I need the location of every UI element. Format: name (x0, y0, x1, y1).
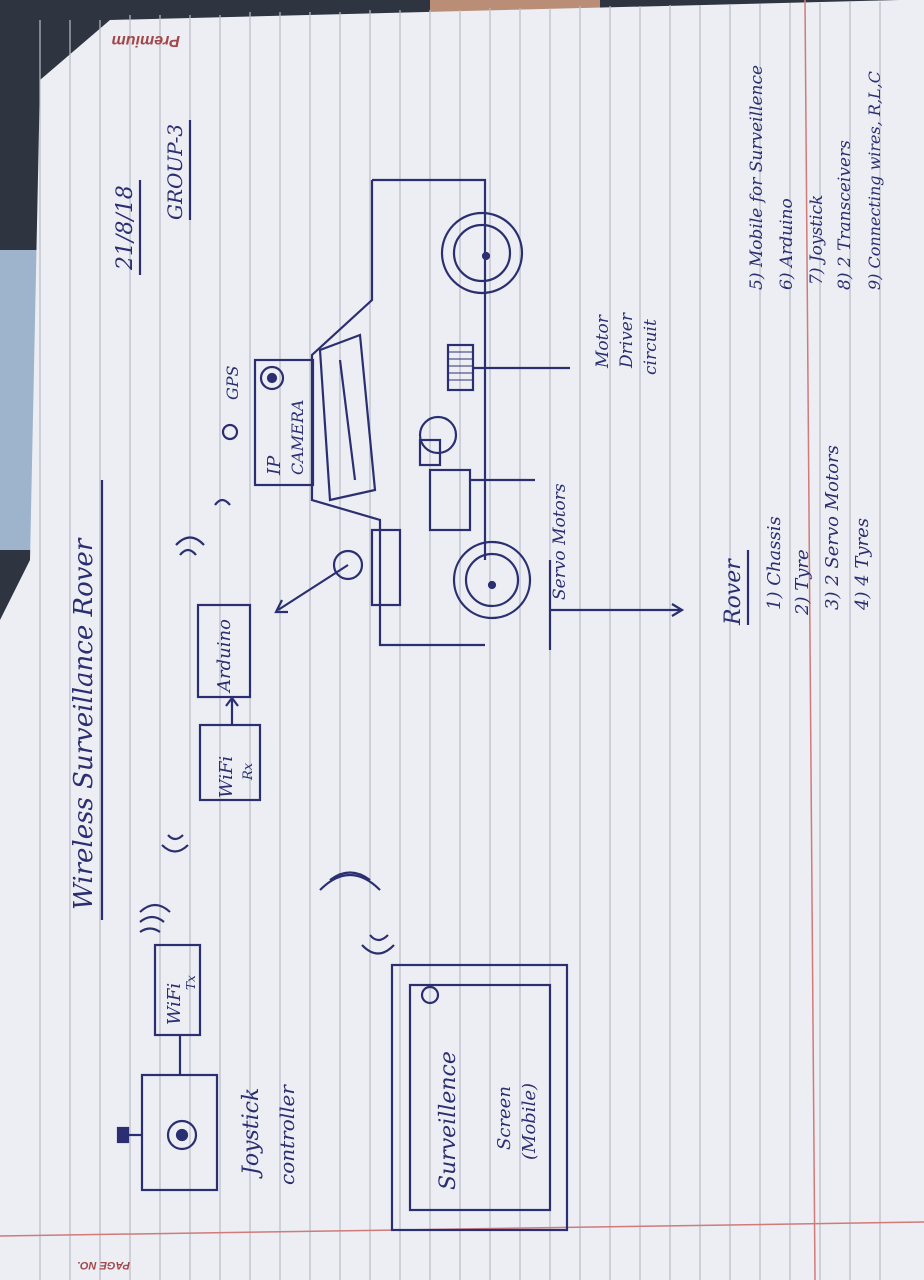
brand-mark: Premium (112, 32, 180, 49)
joystick-label-1: Joystick (239, 1088, 264, 1179)
parts-item-8: 8) 2 Transceivers (835, 140, 855, 290)
window-line (338, 359, 357, 481)
wifi-rx-box (198, 723, 262, 802)
joystick-handle (116, 1126, 130, 1144)
rear-wheel (440, 211, 524, 295)
rule-lines (39, 2, 881, 1280)
parts-item-6: 6) Arduino (777, 198, 797, 290)
screen-label-3: (Mobile) (519, 1083, 540, 1160)
parts-item-9: 9) Connecting wires, R,L,C (865, 71, 884, 290)
mobile-outer-frame (390, 963, 569, 1232)
servo-mount (418, 438, 442, 467)
rover-window (318, 333, 377, 502)
servo-motor-label: Servo Motors (550, 483, 570, 600)
arduino-signal-icon (175, 498, 231, 556)
motor-driver-label-1: Motor (593, 314, 613, 369)
margin-line (804, 0, 816, 1280)
rear-wheel-inner (452, 223, 512, 283)
parts-item-3: 3) 2 Servo Motors (822, 445, 843, 610)
front-wheel (452, 540, 532, 620)
wifi-tx-sub: Tx (184, 975, 198, 990)
parts-heading: Rover (721, 558, 746, 626)
screen-label-2: Screen (494, 1086, 515, 1150)
wifi-rx-sub: Rx (241, 762, 256, 781)
mobile-screen (408, 983, 552, 1212)
sensor-arm (277, 564, 349, 611)
front-bumper (370, 528, 402, 607)
gps-label: GPS (223, 365, 242, 400)
wifi-rx-label: WiFi (216, 756, 237, 798)
wifi-tx-box (153, 943, 202, 1037)
group-label: GROUP-3 (163, 124, 187, 220)
mobile-camera-icon (420, 985, 440, 1005)
joystick-knob-outer (166, 1119, 198, 1151)
board-pins (448, 351, 473, 381)
wifi-tx-label: WiFi (164, 983, 185, 1025)
page-no-label: PAGE NO. (77, 1259, 130, 1271)
screen-signal-icon (319, 871, 395, 955)
motor-driver-label-3: circuit (641, 319, 661, 375)
servo-motor-2 (428, 468, 472, 532)
gps-icon (221, 423, 239, 441)
parts-item-2: 2) Tyre (792, 549, 813, 616)
front-sensor (332, 549, 364, 581)
front-wheel-inner (464, 552, 520, 608)
title: Wireless Surveillance Rover (69, 537, 99, 910)
arduino-box (196, 603, 252, 699)
tx-signal-icon (139, 903, 171, 933)
motor-driver-label-2: Driver (617, 312, 637, 369)
parts-item-1: 1) Chassis (764, 516, 785, 610)
joystick-knob (175, 1128, 189, 1142)
rx-signal-icon (161, 834, 189, 853)
rover-rear (372, 178, 487, 240)
arduino-label: Arduino (214, 619, 235, 694)
date: 21/8/18 (113, 185, 138, 271)
rover-outline (310, 180, 485, 647)
joystick-label-2: controller (275, 1084, 299, 1185)
parts-item-5: 5) Mobile for Surveillence (747, 65, 767, 290)
ip-camera-label-1: IP (264, 455, 285, 476)
camera-lens-icon (259, 365, 285, 391)
diagram: Wireless Surveillance Rover 21/8/18 GROU… (69, 65, 884, 1232)
parts-item-4: 4) 4 Tyres (852, 518, 873, 611)
screen-label-1: Surveillence (436, 1051, 461, 1190)
ip-camera-label-2: CAMERA (288, 400, 307, 475)
servo-motor-1 (418, 415, 458, 455)
parts-item-7: 7) Joystick (807, 195, 827, 285)
